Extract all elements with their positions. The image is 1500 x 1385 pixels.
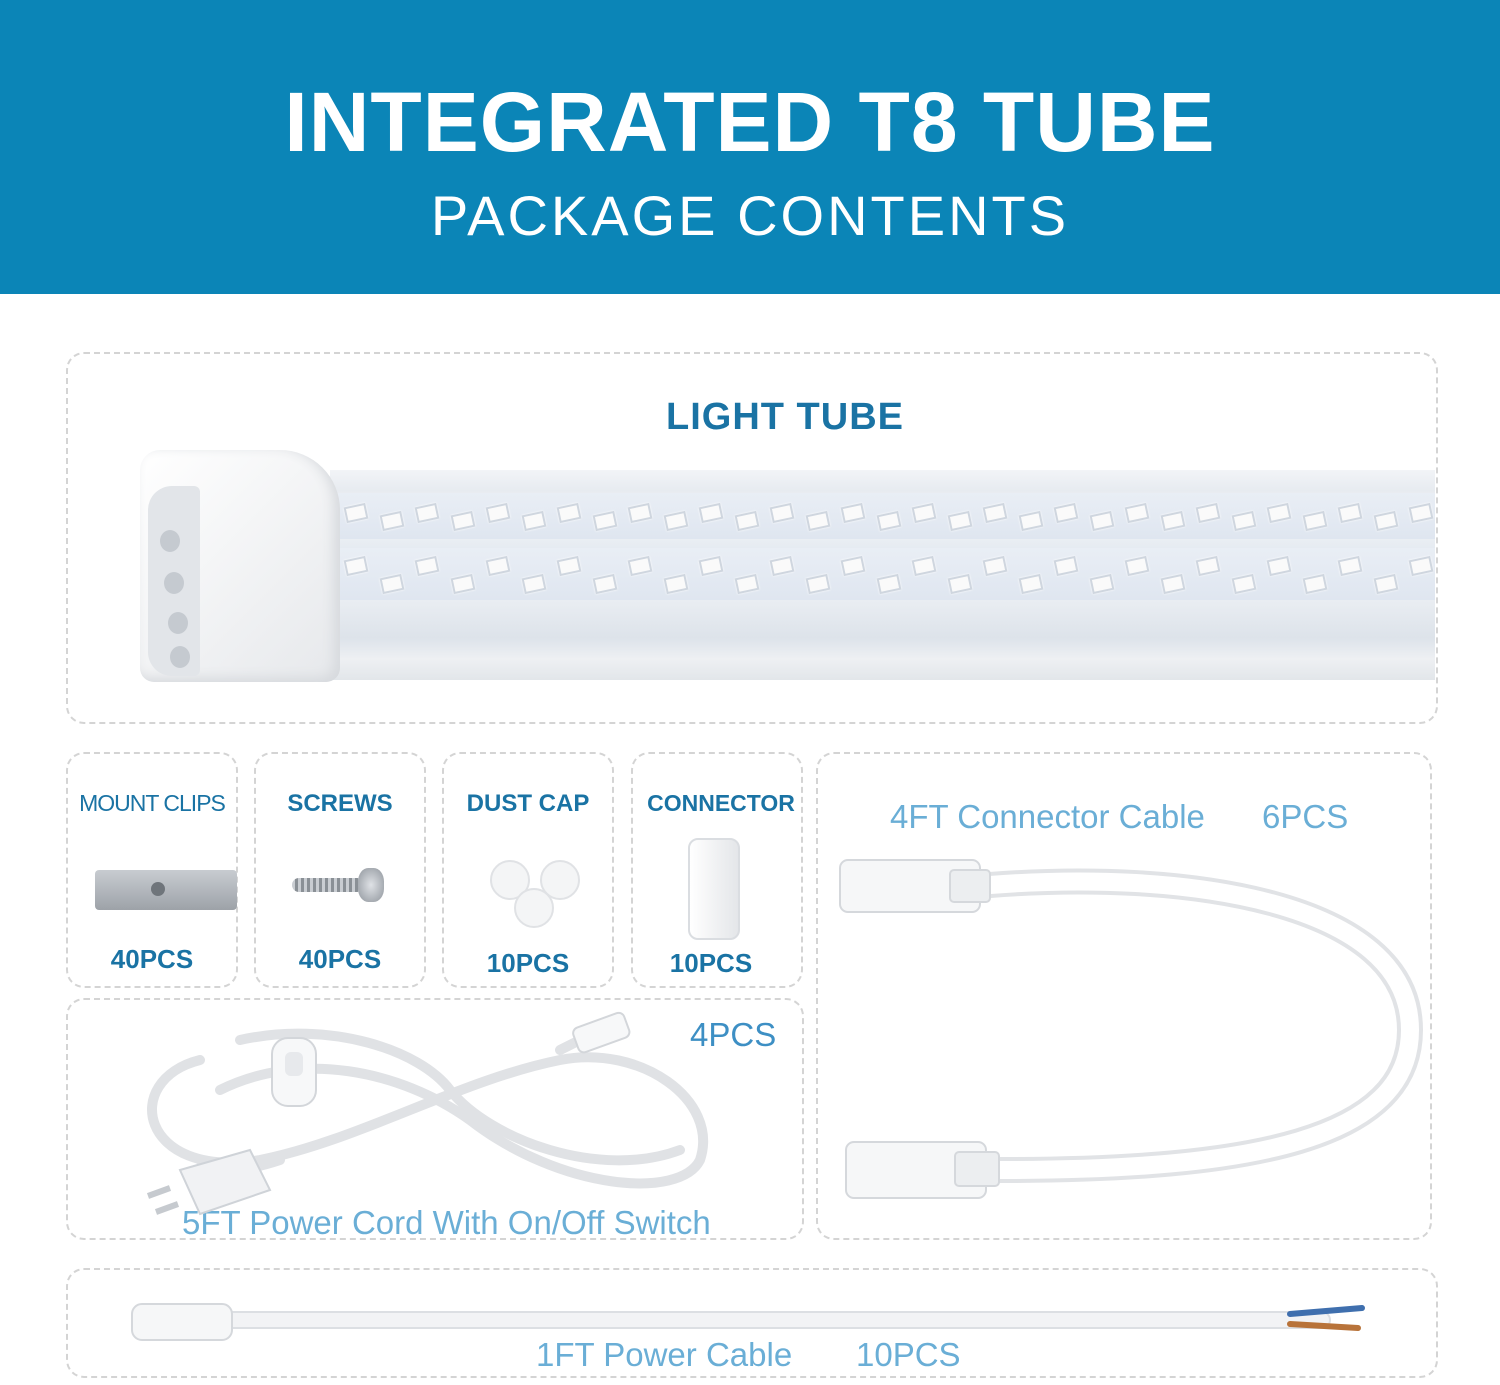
page-subtitle: PACKAGE CONTENTS [430, 184, 1070, 247]
power-cable-image [131, 1303, 1365, 1341]
mount-clip-image [95, 870, 237, 910]
screws-label: SCREWS [287, 790, 393, 817]
tube-endcap [140, 450, 340, 682]
power-cable-label: 1FT Power Cable [536, 1336, 793, 1373]
dust-cap-panel [442, 752, 614, 988]
screw-image [292, 878, 364, 892]
connector-cable-label: 4FT Connector Cable [890, 798, 1205, 835]
screw-head-image [358, 868, 384, 902]
power-cord-panel [66, 998, 804, 1240]
connector-cable-qty: 6PCS [1262, 798, 1349, 835]
screws-panel [254, 752, 426, 988]
connector-image [688, 838, 740, 940]
screws-qty: 40PCS [298, 944, 382, 974]
power-cord-parts [146, 1011, 631, 1216]
power-cable-qty: 10PCS [856, 1336, 961, 1373]
power-cord-label: 5FT Power Cord With On/Off Switch [182, 1204, 711, 1241]
connector-cable-image [839, 859, 1424, 1199]
page-title: INTEGRATED T8 TUBE [284, 75, 1216, 169]
header-banner: INTEGRATED T8 TUBE PACKAGE CONTENTS [0, 0, 1500, 294]
mount-clips-label: MOUNT CLIPS [79, 790, 226, 816]
light-tube-label: LIGHT TUBE [666, 396, 904, 438]
power-cord-qty: 4PCS [690, 1016, 777, 1053]
connector-label: CONNECTOR [647, 790, 795, 816]
dust-cap-label: DUST CAP [466, 790, 590, 817]
dust-cap-qty: 10PCS [486, 948, 570, 978]
mount-clips-qty: 40PCS [110, 944, 194, 974]
connector-qty: 10PCS [669, 948, 753, 978]
